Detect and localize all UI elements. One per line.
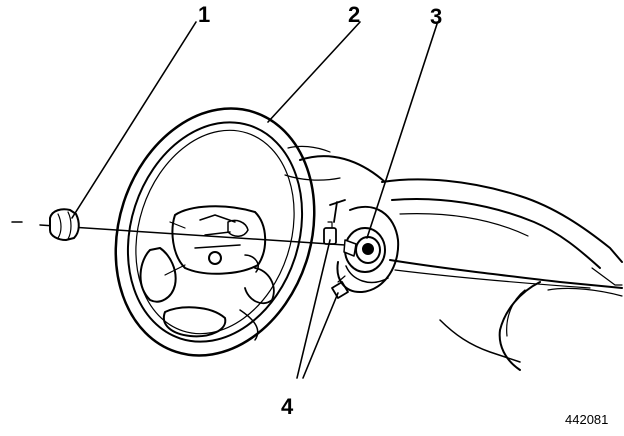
dashboard xyxy=(284,145,623,371)
steering-wheel xyxy=(114,107,316,357)
assembly-axis xyxy=(11,221,346,246)
fasteners xyxy=(323,199,349,299)
figure-code: 442081 xyxy=(565,412,608,427)
callout-label-2: 2 xyxy=(348,2,360,27)
leader-lines xyxy=(71,21,438,379)
horn-pad-cap xyxy=(49,208,80,241)
callout-label-4: 4 xyxy=(281,394,294,419)
callout-label-3: 3 xyxy=(430,4,442,29)
callout-label-1: 1 xyxy=(198,2,210,27)
steering-column-hub xyxy=(336,205,400,294)
